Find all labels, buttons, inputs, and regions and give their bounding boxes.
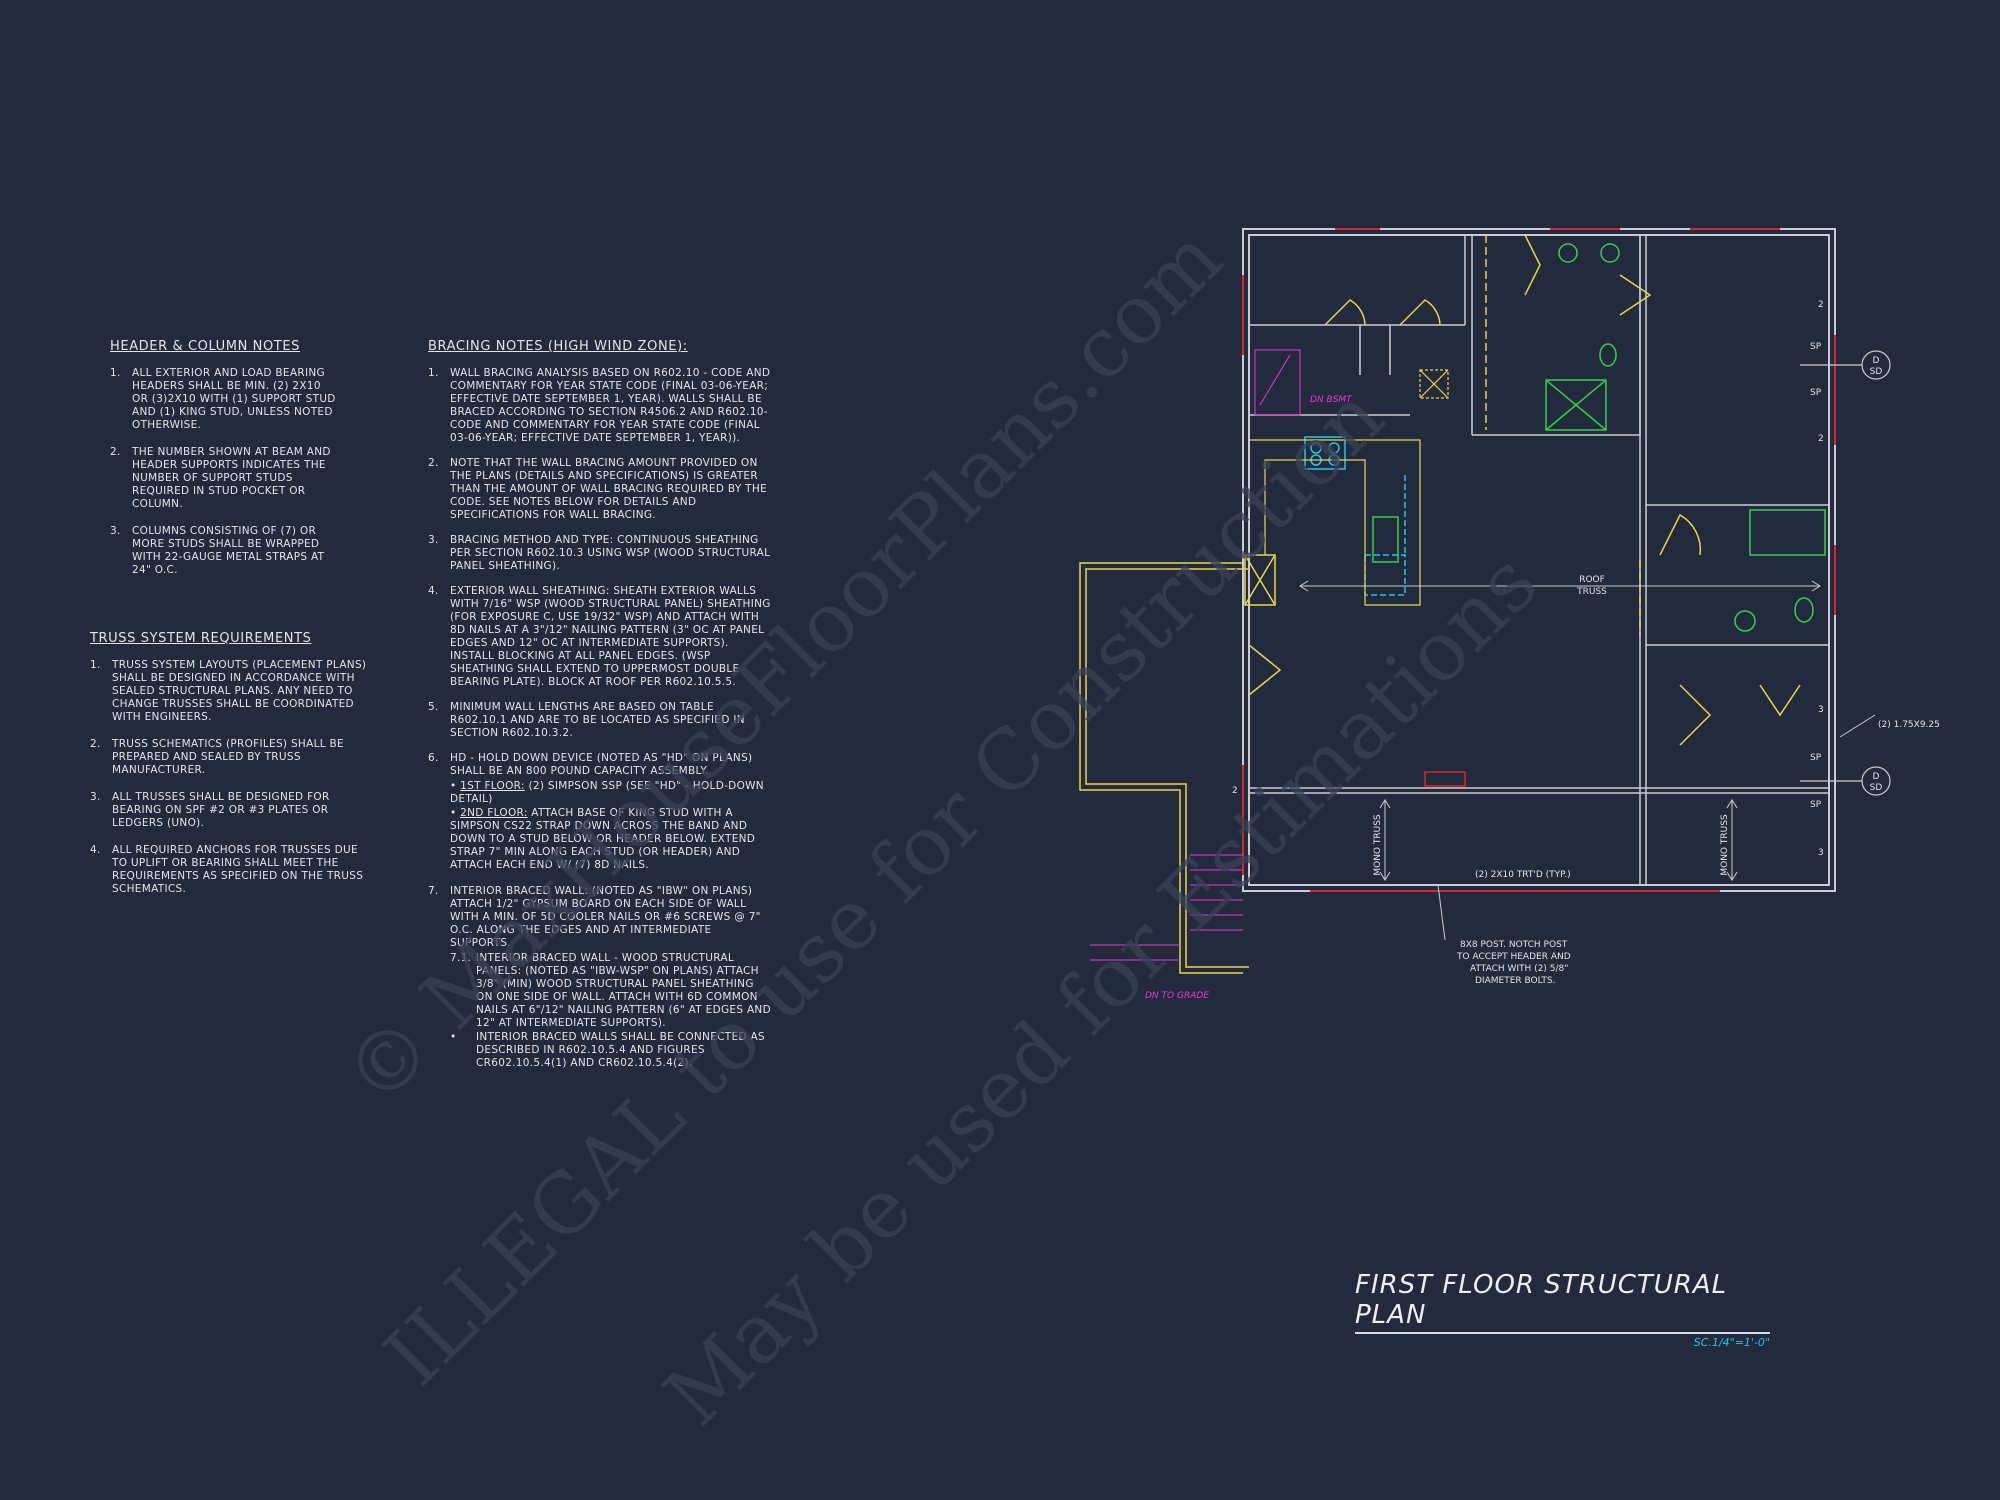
stairs xyxy=(1090,349,1301,961)
mono-truss-label-left: MONO TRUSS xyxy=(1373,814,1383,876)
list-item: 1.WALL BRACING ANALYSIS BASED ON R602.10… xyxy=(428,367,771,444)
kitchen xyxy=(1304,436,1406,596)
section-marker-bottom: SD xyxy=(1870,367,1883,377)
header-column-notes: HEADER & COLUMN NOTES 1.ALL EXTERIOR AND… xyxy=(110,340,340,591)
bullet-item: • 2ND FLOOR: ATTACH BASE OF KING STUD WI… xyxy=(450,807,756,871)
plan-title: FIRST FLOOR STRUCTURAL PLAN xyxy=(1355,1270,1770,1334)
list-item: 3.BRACING METHOD AND TYPE: CONTINUOUS SH… xyxy=(428,534,771,572)
hold-down-bullets: • 1ST FLOOR: (2) SIMPSON SSP (SEE "HD" -… xyxy=(450,780,773,872)
truss-notes-title: TRUSS SYSTEM REQUIREMENTS xyxy=(90,631,312,646)
header-note-label: (2) 2X10 TRT'D (TYP.) xyxy=(1475,870,1571,880)
list-item: 1.ALL EXTERIOR AND LOAD BEARING HEADERS … xyxy=(110,367,336,431)
truss-system-notes: TRUSS SYSTEM REQUIREMENTS 1.TRUSS SYSTEM… xyxy=(90,632,370,910)
roof-truss-label-2: TRUSS xyxy=(1576,587,1607,597)
sub-item: •INTERIOR BRACED WALLS SHALL BE CONNECTE… xyxy=(450,1031,765,1069)
floor-plan-drawing: DN BSMT ROOF TRUSS MONO TRUSS MONO TRUSS… xyxy=(1079,228,1940,1001)
bracing-notes-title: BRACING NOTES (HIGH WIND ZONE): xyxy=(428,339,688,354)
list-item: 5.MINIMUM WALL LENGTHS ARE BASED ON TABL… xyxy=(428,701,745,739)
section-marker-bottom: SD xyxy=(1870,783,1883,793)
list-item: 2.TRUSS SCHEMATICS (PROFILES) SHALL BE P… xyxy=(90,738,344,776)
list-item: 7. INTERIOR BRACED WALL: (NOTED AS "IBW"… xyxy=(428,885,773,1071)
sp-label: SP xyxy=(1810,800,1822,810)
post-note-line: TO ACCEPT HEADER AND xyxy=(1456,952,1571,962)
yellow-x xyxy=(1419,369,1449,399)
title-block: FIRST FLOOR STRUCTURAL PLAN SC.1/4"=1'-0… xyxy=(1355,1270,1770,1349)
interior-walls xyxy=(1249,235,1829,885)
dimension-lines xyxy=(1299,580,1876,941)
post-note-line: DIAMETER BOLTS. xyxy=(1475,976,1555,986)
doors xyxy=(1248,234,1801,746)
sp-label: SP xyxy=(1810,388,1822,398)
post-note-line: 8X8 POST. NOTCH POST xyxy=(1460,940,1568,950)
sub-item: 7.1.INTERIOR BRACED WALL - WOOD STRUCTUR… xyxy=(450,952,771,1029)
stud-count: 3 xyxy=(1818,705,1824,715)
stud-count: 3 xyxy=(1818,848,1824,858)
list-item: 3.ALL TRUSSES SHALL BE DESIGNED FOR BEAR… xyxy=(90,791,330,829)
dn-bsmt-label: DN BSMT xyxy=(1310,395,1353,405)
list-item: 4.EXTERIOR WALL SHEATHING: SHEATH EXTERI… xyxy=(428,585,771,688)
exterior-walls xyxy=(1242,228,1836,892)
kitchen-counter xyxy=(1250,439,1421,606)
list-item: 2.THE NUMBER SHOWN AT BEAM AND HEADER SU… xyxy=(110,446,331,510)
bracing-notes: BRACING NOTES (HIGH WIND ZONE): 1.WALL B… xyxy=(428,340,773,1083)
roof-truss-label-1: ROOF xyxy=(1579,575,1605,585)
list-item: 3.COLUMNS CONSISTING OF (7) OR MORE STUD… xyxy=(110,525,325,576)
plan-scale: SC.1/4"=1'-0" xyxy=(1693,1336,1770,1349)
porch xyxy=(1079,554,1276,974)
list-item: 2.NOTE THAT THE WALL BRACING AMOUNT PROV… xyxy=(428,457,768,521)
mono-truss-label-right: MONO TRUSS xyxy=(1720,814,1730,876)
list-item: 6. HD - HOLD DOWN DEVICE (NOTED AS "HD" … xyxy=(428,752,773,873)
section-marker-top: D xyxy=(1873,772,1880,782)
list-item: 1.TRUSS SYSTEM LAYOUTS (PLACEMENT PLANS)… xyxy=(90,659,367,723)
fixtures xyxy=(1372,243,1826,632)
section-markers xyxy=(1800,350,1891,796)
lvl-note-label: (2) 1.75X9.25 LVL xyxy=(1878,720,1940,730)
stud-count: 2 xyxy=(1232,786,1238,796)
dn-to-grade-label: DN TO GRADE xyxy=(1145,991,1209,1001)
post-note-line: ATTACH WITH (2) 5/8" xyxy=(1470,964,1568,974)
stud-count: 2 xyxy=(1818,434,1824,444)
window-openings xyxy=(1242,228,1836,892)
fireplace xyxy=(1424,771,1466,787)
header-notes-title: HEADER & COLUMN NOTES xyxy=(110,339,300,354)
sp-label: SP xyxy=(1810,342,1822,352)
interior-brace-subs: 7.1.INTERIOR BRACED WALL - WOOD STRUCTUR… xyxy=(450,952,773,1070)
sp-label: SP xyxy=(1810,753,1822,763)
bullet-item: • 1ST FLOOR: (2) SIMPSON SSP (SEE "HD" -… xyxy=(450,780,764,805)
stud-count: 2 xyxy=(1818,300,1824,310)
list-item: 4.ALL REQUIRED ANCHORS FOR TRUSSES DUE T… xyxy=(90,844,364,895)
section-marker-top: D xyxy=(1873,356,1880,366)
